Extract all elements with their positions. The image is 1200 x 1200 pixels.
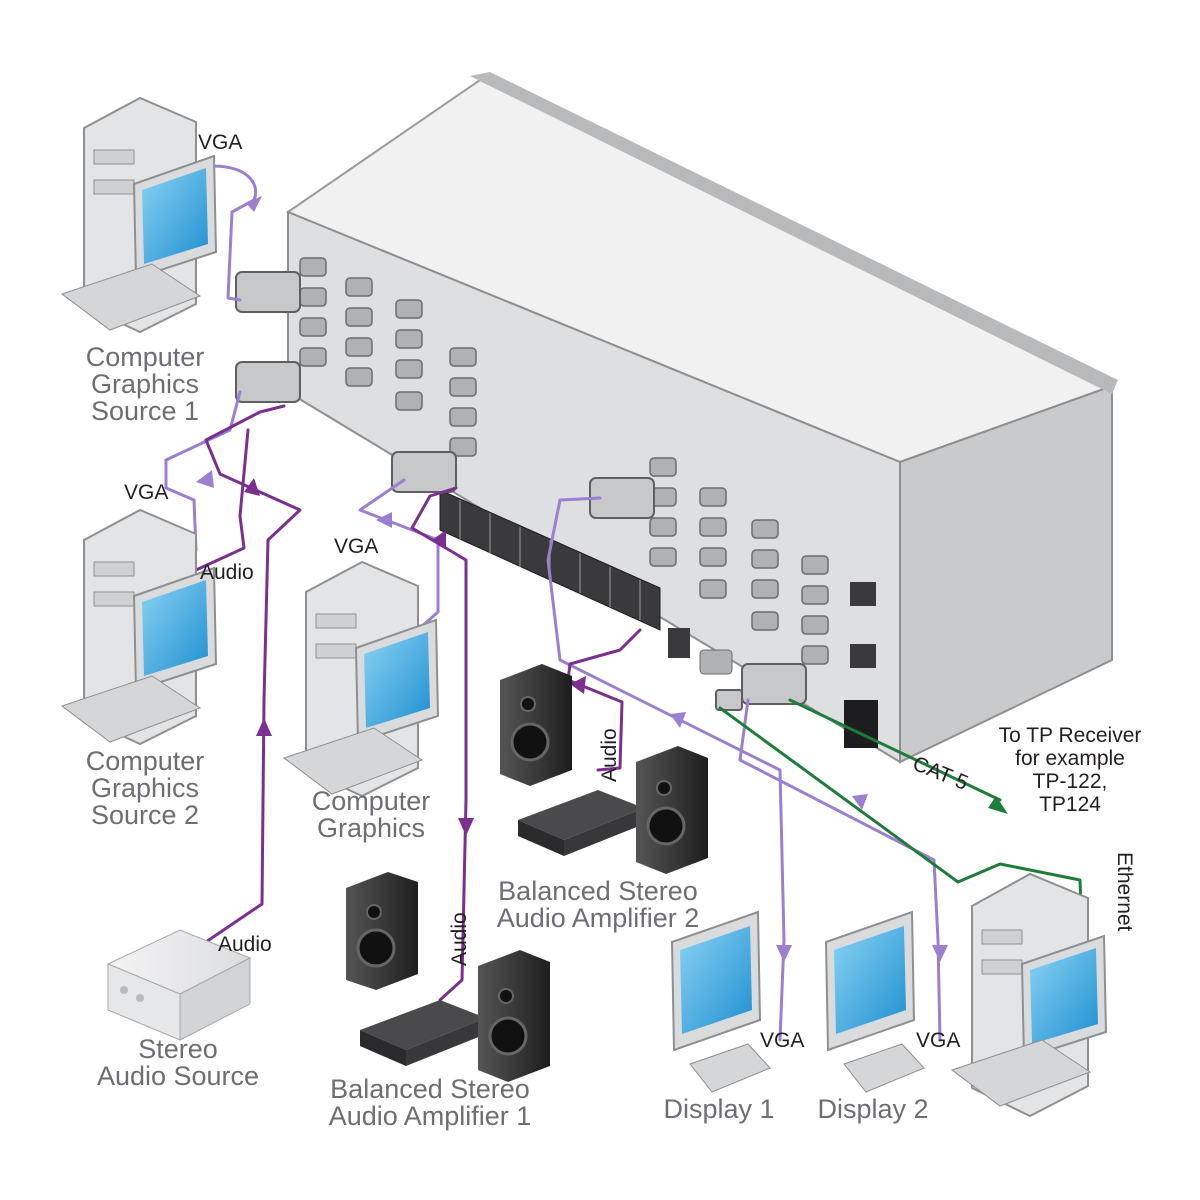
computer-graphics: [282, 560, 440, 798]
vga-cable-display1: [546, 496, 786, 1042]
vga-cable-display2: [738, 698, 942, 1042]
amplifier-2-speakers: [500, 664, 708, 874]
cable-label-ethernet: Ethernet: [1113, 852, 1136, 932]
cable-label-vga-graphics: VGA: [334, 535, 379, 558]
computer-source1: [60, 96, 218, 334]
label-display-2: Display 2: [817, 1094, 929, 1124]
cable-label-vga-display2: VGA: [916, 1029, 961, 1052]
cable-label-vga-display1: VGA: [760, 1029, 805, 1052]
cable-label-audio-amp2: Audio: [598, 728, 621, 782]
cable-label-audio-amp1: Audio: [448, 912, 471, 966]
computer-source2: [60, 508, 218, 746]
vga-cable-source2: [164, 390, 242, 552]
label-display-1: Display 1: [663, 1094, 775, 1124]
cable-label-audio-source2: Audio: [200, 561, 254, 584]
display-2: [824, 910, 925, 1093]
audio-cable-source2: [194, 428, 250, 572]
computer-ethernet: [950, 872, 1108, 1118]
cat5-cable: [788, 698, 1002, 802]
matrix-switcher: [235, 72, 1118, 764]
amplifier-1-speakers: [346, 872, 550, 1082]
stereo-audio-source: [106, 929, 252, 1041]
audio-cable-amp1: [410, 486, 468, 1002]
display-1: [670, 910, 771, 1093]
arrowheads: [196, 196, 1008, 962]
cable-label-audio-stereo: Audio: [218, 933, 272, 956]
cable-label-vga-source1: VGA: [198, 131, 243, 154]
cable-label-vga-source2: VGA: [124, 481, 169, 504]
audio-cable-stereo: [198, 404, 302, 948]
